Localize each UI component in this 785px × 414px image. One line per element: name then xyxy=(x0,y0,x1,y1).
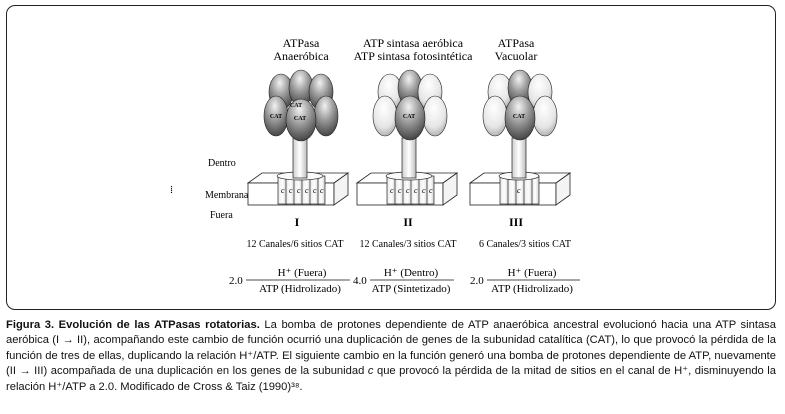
panel-3-stalk xyxy=(511,137,527,179)
panel-2-channel: c c c c c c xyxy=(385,171,435,205)
panel-3-channel: c xyxy=(498,171,540,205)
panel-2-ratio-den: ATP (Sintetizado) xyxy=(372,283,451,295)
panel-1-cat-label: CAT xyxy=(270,114,282,120)
figure-caption: Figura 3. Evolución de las ATPasas rotat… xyxy=(6,318,776,395)
panel-1-cat-label: CAT xyxy=(290,103,302,109)
panel-2-title-line1: ATP sintasa aeróbica xyxy=(363,36,464,50)
caption-lead: Figura 3. Evolución de las ATPasas rotat… xyxy=(6,319,260,331)
caption-body-2: que provocó la pérdida de la mitad de si… xyxy=(6,365,777,393)
panel-1-channel: c c c c c c xyxy=(276,171,326,205)
panel-2-title-line2: ATP sintasa fotosintética xyxy=(354,49,474,63)
panel-3-title-line1: ATPasa xyxy=(498,36,535,50)
caption-body-1: La bomba de protones dependiente de ATP … xyxy=(6,319,776,378)
panel-3-head xyxy=(482,69,558,141)
panel-2-c-label: c xyxy=(406,186,410,195)
panel-1-title-line2: Anaeróbica xyxy=(273,49,329,63)
panel-3-ratio: 2.0 xyxy=(470,275,484,287)
panel-1-ratio-den: ATP (Hidrolizado) xyxy=(259,283,341,295)
panel-2-channels: 12 Canales/3 sitios CAT xyxy=(360,239,457,250)
label-membrana: Membrana xyxy=(205,190,249,201)
figure-frame xyxy=(6,5,776,310)
panel-1-head xyxy=(263,69,339,142)
panel-2-cat-label: CAT xyxy=(403,114,415,120)
panel-2-c-label: c xyxy=(414,186,418,195)
panel-3-c-label: c xyxy=(517,186,521,195)
panel-3-ratio-den: ATP (Hidrolizado) xyxy=(491,283,573,295)
panel-3-ratio-num: H⁺ (Fuera) xyxy=(508,267,557,279)
panel-2-c-label: c xyxy=(429,186,433,195)
panel-1: ATPasa Anaeróbica c c c c c c xyxy=(229,36,350,295)
panel-1-c-label: c xyxy=(313,186,317,195)
panel-2: ATP sintasa aeróbica ATP sintasa fotosin… xyxy=(353,36,473,295)
panel-1-ratio: 2.0 xyxy=(229,275,243,287)
panel-2-head xyxy=(372,69,448,141)
panel-1-title-line1: ATPasa xyxy=(283,36,320,50)
panel-3-cat-label: CAT xyxy=(513,114,525,120)
panel-2-stalk xyxy=(401,137,417,179)
panel-1-c-label: c xyxy=(297,186,301,195)
label-dentro: Dentro xyxy=(208,158,236,169)
panel-3-roman: III xyxy=(509,215,523,229)
panel-2-c-label: c xyxy=(390,186,394,195)
panel-1-c-label: c xyxy=(320,186,324,195)
atpase-figure: Dentro Membrana Fuera ⁞ ATPasa Anaeróbic… xyxy=(170,36,580,295)
panel-1-roman: I xyxy=(295,215,300,229)
panel-1-c-label: c xyxy=(289,186,293,195)
panel-3-channels: 6 Canales/3 sitios CAT xyxy=(479,239,571,250)
panel-1-cat-label: CAT xyxy=(294,116,306,122)
panel-3-title-line2: Vacuolar xyxy=(495,49,538,63)
side-marker: ⁞ xyxy=(170,184,173,196)
panel-2-roman: II xyxy=(403,215,413,229)
panel-1-channels: 12 Canales/6 sitios CAT xyxy=(247,239,344,250)
panel-1-ratio-num: H⁺ (Fuera) xyxy=(278,267,327,279)
panel-1-c-label: c xyxy=(281,186,285,195)
panel-2-c-label: c xyxy=(398,186,402,195)
panel-2-ratio: 4.0 xyxy=(353,275,367,287)
caption-italic: c xyxy=(367,365,374,378)
label-fuera: Fuera xyxy=(210,210,233,221)
panel-1-c-label: c xyxy=(305,186,309,195)
panel-2-c-label: c xyxy=(422,186,426,195)
panel-1-stalk xyxy=(292,137,308,179)
panel-2-ratio-num: H⁺ (Dentro) xyxy=(384,267,439,279)
panel-3: ATPasa Vacuolar c CAT III 6 Canales/ xyxy=(468,36,580,295)
